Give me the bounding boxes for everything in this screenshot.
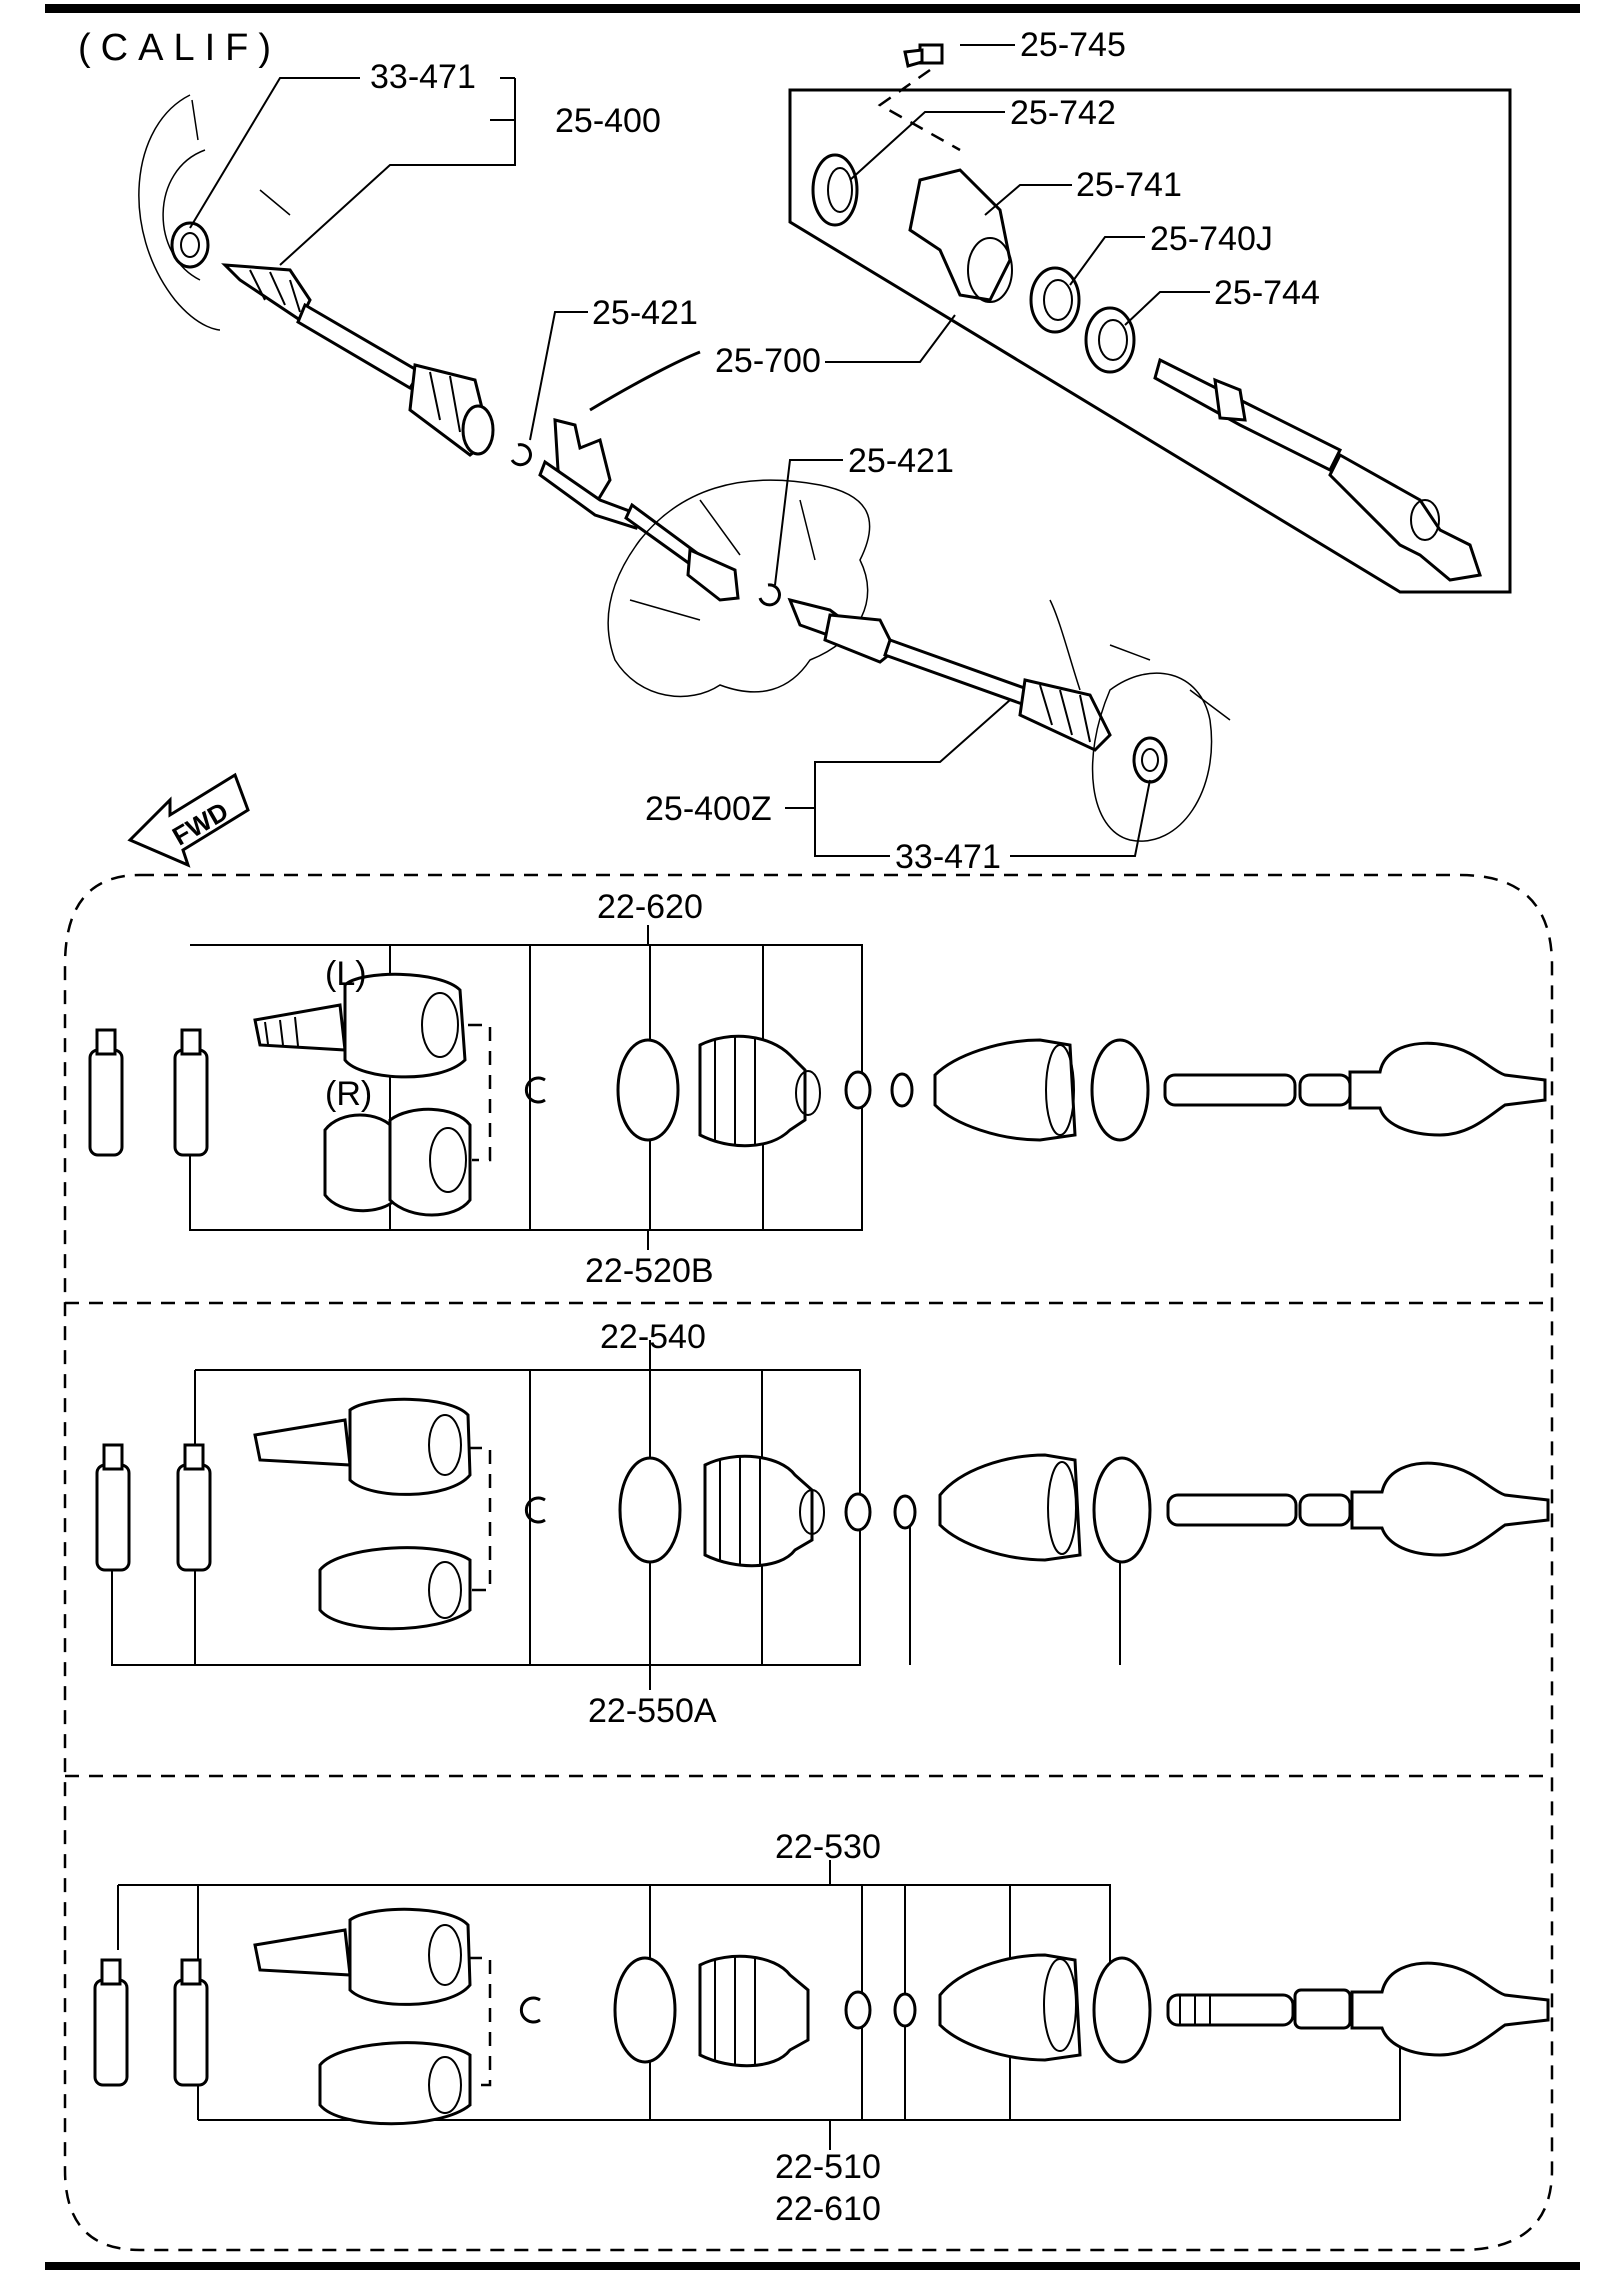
axle-shaft-bar bbox=[1163, 1073, 1297, 1107]
outer-boot bbox=[938, 1953, 1082, 2062]
inner-joint-upper bbox=[253, 1907, 472, 2006]
circlip bbox=[519, 1996, 541, 2024]
grease-tube bbox=[95, 1463, 131, 1572]
small-band bbox=[844, 1492, 872, 1532]
grease-tube bbox=[173, 1048, 209, 1157]
circlip-upper bbox=[510, 443, 532, 467]
callout-25-740J: 25-740J bbox=[1150, 220, 1273, 258]
bearing-kit-box bbox=[788, 43, 1512, 594]
callout-25-742: 25-742 bbox=[1010, 94, 1116, 132]
boot-band bbox=[1090, 1038, 1150, 1142]
callout-25-400: 25-400 bbox=[555, 102, 661, 140]
axle-shaft-bar bbox=[1166, 1993, 1295, 2027]
inner-joint-lower bbox=[318, 1546, 472, 1631]
outer-boot bbox=[938, 1453, 1082, 1562]
boot-band bbox=[1092, 1456, 1152, 1564]
inner-joint-upper bbox=[253, 1397, 472, 1496]
intermediate-bracket bbox=[538, 418, 740, 602]
grease-tube bbox=[93, 1978, 129, 2087]
grease-tube bbox=[88, 1048, 124, 1157]
grease-tube bbox=[176, 1463, 212, 1572]
bottom-border-rule bbox=[45, 2262, 1580, 2270]
fwd-arrow-icon: FWD bbox=[127, 772, 250, 868]
boot-band bbox=[613, 1956, 677, 2064]
callout-33-471-top: 33-471 bbox=[370, 58, 476, 96]
circlip bbox=[524, 1076, 546, 1104]
right-wheel-hub bbox=[1049, 599, 1231, 842]
outer-joint bbox=[1350, 1461, 1550, 1557]
inner-boot bbox=[703, 1454, 814, 1568]
circlip bbox=[524, 1496, 546, 1524]
kit-label-22-610: 22-610 bbox=[775, 2190, 881, 2228]
small-band bbox=[844, 1990, 872, 2030]
callout-25-400Z: 25-400Z bbox=[645, 790, 772, 828]
seal-ring bbox=[811, 153, 859, 227]
left-wheel-hub bbox=[138, 94, 291, 331]
callout-33-471-bottom: 33-471 bbox=[895, 838, 1001, 876]
upper-assembly: FWD 33-471 25-400 25-745 25-742 25-741 bbox=[127, 26, 1512, 876]
kit-label-22-550A: 22-550A bbox=[588, 1692, 717, 1730]
top-border-rule bbox=[45, 4, 1580, 13]
inner-joint-r bbox=[323, 1107, 472, 1217]
callout-25-745: 25-745 bbox=[1020, 26, 1126, 64]
small-band bbox=[890, 1072, 914, 1108]
kit-label-22-520B: 22-520B bbox=[585, 1252, 714, 1290]
boot-band bbox=[618, 1456, 682, 1564]
side-label-r: (R) bbox=[325, 1075, 372, 1113]
small-band bbox=[893, 1494, 917, 1530]
circlip-lower bbox=[758, 583, 781, 607]
boot-band bbox=[616, 1038, 680, 1142]
kit-label-22-510: 22-510 bbox=[775, 2148, 881, 2186]
small-band bbox=[844, 1070, 872, 1110]
inner-joint-lower bbox=[318, 2041, 472, 2126]
axle-shaft-bar bbox=[1166, 1493, 1298, 1527]
outer-joint bbox=[1348, 1041, 1547, 1137]
callout-25-741: 25-741 bbox=[1076, 166, 1182, 204]
kit-label-22-530: 22-530 bbox=[775, 1828, 881, 1866]
left-axle-shaft bbox=[221, 263, 495, 457]
grease-tube bbox=[173, 1978, 209, 2087]
right-axle-shaft bbox=[787, 597, 1112, 752]
intermediate-shaft bbox=[1153, 357, 1343, 473]
outer-joint bbox=[1350, 1961, 1550, 2057]
kit-label-22-540: 22-540 bbox=[600, 1318, 706, 1356]
transmission-outline bbox=[607, 479, 871, 698]
callout-25-421-b: 25-421 bbox=[848, 442, 954, 480]
outer-boot bbox=[933, 1038, 1077, 1142]
callout-25-421-a: 25-421 bbox=[592, 294, 698, 332]
calif-label: (CALIF) bbox=[78, 27, 281, 69]
bolt-icon bbox=[903, 43, 944, 68]
boot-band bbox=[1092, 1956, 1152, 2064]
kit-panel-border bbox=[63, 873, 1554, 2252]
small-band bbox=[893, 1992, 917, 2028]
upper-leader-lines bbox=[189, 44, 1210, 857]
callout-25-700: 25-700 bbox=[715, 342, 821, 380]
inner-joint-l bbox=[253, 972, 467, 1079]
bearing-bracket bbox=[908, 168, 1012, 302]
kit-label-22-620: 22-620 bbox=[597, 888, 703, 926]
side-label-l: (L) bbox=[325, 955, 367, 993]
kit-panel-1: (L) (R) 22-620 22-520B bbox=[88, 888, 1547, 1290]
kit-panel-2: 22-540 22-550A bbox=[95, 1318, 1550, 1730]
callout-25-744: 25-744 bbox=[1214, 274, 1320, 312]
kit-panel-3: 22-530 22-510 22-610 bbox=[93, 1828, 1550, 2228]
